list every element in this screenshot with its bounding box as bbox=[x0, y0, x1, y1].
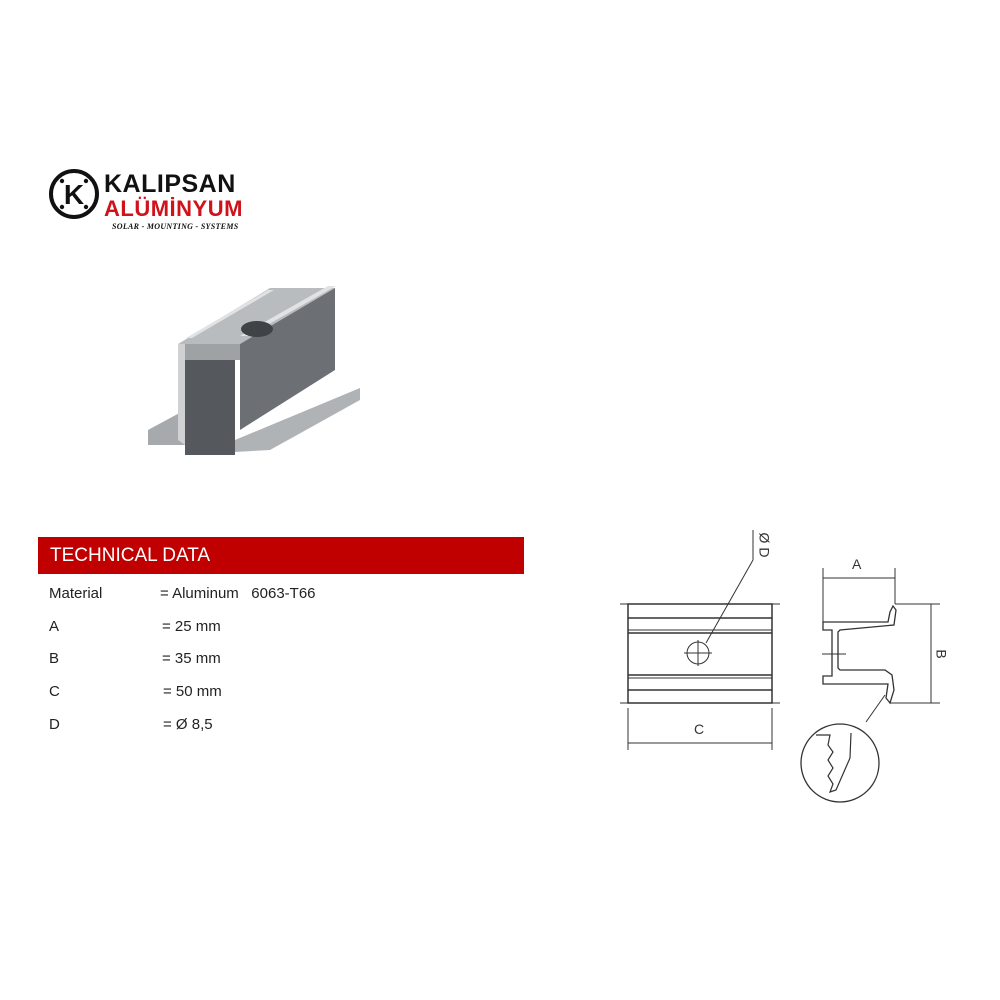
dimension-label-d: Ø D bbox=[756, 532, 773, 558]
dimension-label-b: B bbox=[933, 649, 950, 659]
dimension-label-c: C bbox=[694, 721, 705, 737]
product-image bbox=[148, 286, 360, 455]
brand-tagline: SOLAR - MOUNTING - SYSTEMS bbox=[112, 222, 239, 231]
spec-row-material: Material= Aluminum 6063-T66 bbox=[49, 585, 316, 602]
svg-text:K: K bbox=[64, 179, 84, 210]
section-header: TECHNICAL DATA bbox=[38, 537, 524, 574]
logo-k-icon: K bbox=[49, 169, 99, 219]
dimension-label-a: A bbox=[852, 556, 862, 572]
section-title: TECHNICAL DATA bbox=[50, 545, 211, 566]
spec-row-d: D= Ø 8,5 bbox=[49, 716, 213, 733]
spec-row-a: A= 25 mm bbox=[49, 618, 221, 635]
spec-row-c: C= 50 mm bbox=[49, 683, 222, 700]
spec-row-b: B= 35 mm bbox=[49, 650, 221, 667]
brand-subname: ALÜMİNYUM bbox=[104, 196, 243, 221]
brand-name: KALIPSAN bbox=[104, 170, 236, 198]
